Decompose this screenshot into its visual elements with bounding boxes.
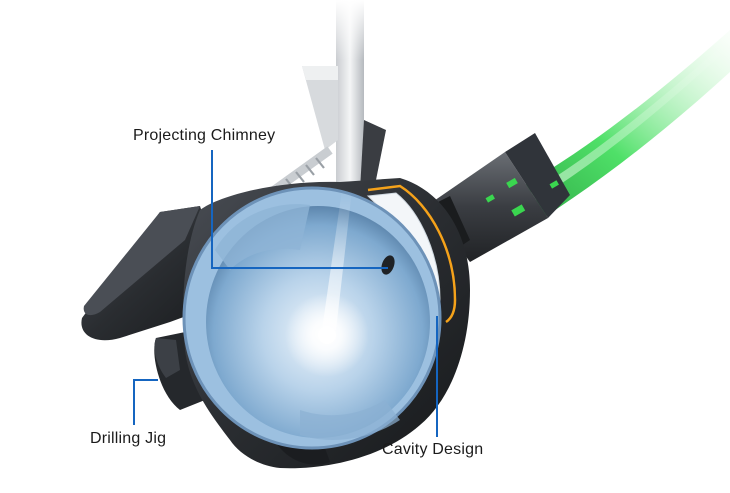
leader-line-jig (133, 379, 158, 425)
callout-projecting-chimney: Projecting Chimney (133, 127, 276, 144)
leader-line-chimney (211, 150, 388, 269)
instrument-shaft (302, 0, 386, 200)
callout-cavity-design: Cavity Design (382, 441, 484, 458)
callout-drilling-jig: Drilling Jig (90, 430, 167, 447)
cavity-outline (367, 184, 457, 324)
